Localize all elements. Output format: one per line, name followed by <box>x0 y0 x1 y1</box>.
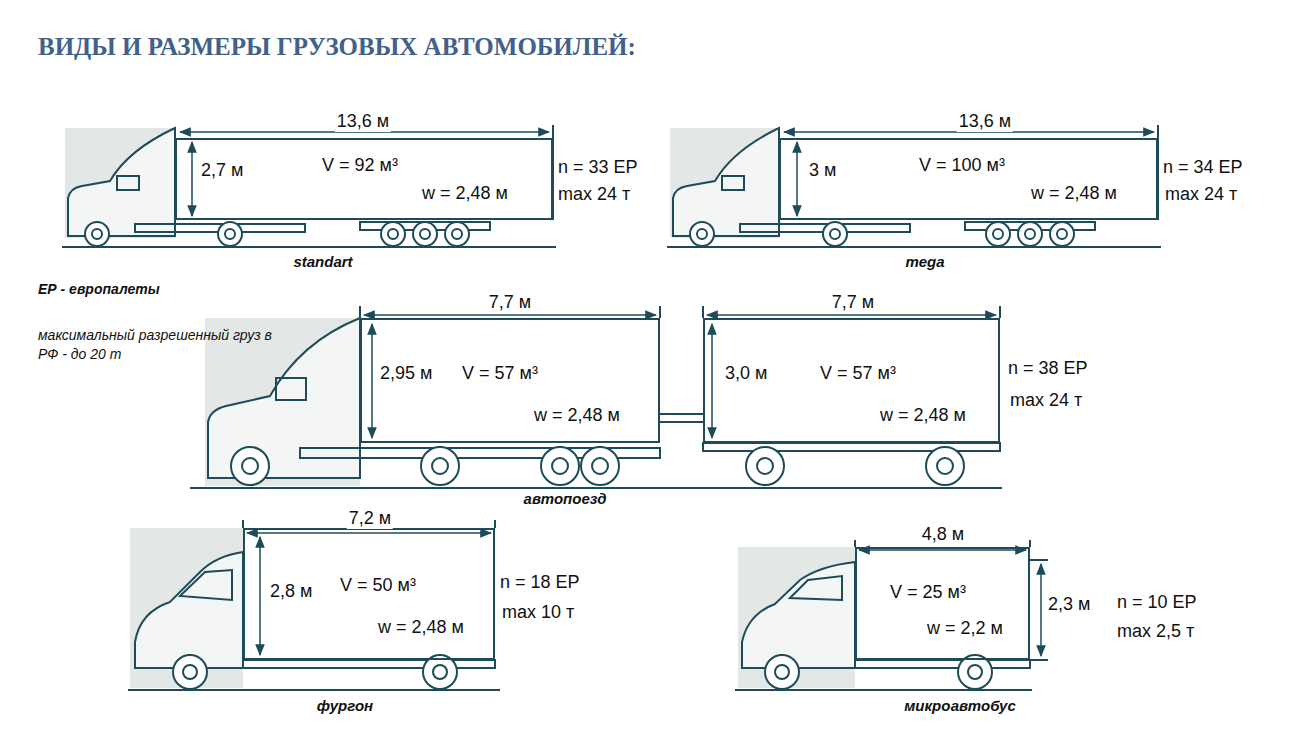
length-dimension: 7,7 м <box>830 292 876 313</box>
length-dimension: 7,7 м <box>487 292 533 313</box>
cargo-body: 2,7 м V = 92 м³ w = 2,48 м <box>175 138 553 220</box>
length-dimension: 13,6 м <box>335 111 391 132</box>
capacity-text: n = 33 ЕР <box>558 157 638 178</box>
length-dimension: 13,6 м <box>957 111 1013 132</box>
vehicle-caption: автопоезд <box>524 490 607 507</box>
vehicle-caption: фургон <box>317 697 373 714</box>
cargo-spec: w = 2,48 м <box>422 183 508 204</box>
cargo-spec: V = 57 м³ <box>820 363 896 384</box>
cargo-spec: V = 100 м³ <box>919 155 1005 176</box>
capacity-text: max 10 т <box>502 602 574 623</box>
cargo-spec: V = 50 м³ <box>340 575 416 596</box>
capacity-text: n = 34 ЕР <box>1163 157 1243 178</box>
height-dimension: 2,8 м <box>270 581 312 602</box>
page-title: ВИДЫ И РАЗМЕРЫ ГРУЗОВЫХ АВТОМОБИЛЕЙ: <box>38 33 636 61</box>
mega-truck <box>667 125 1161 247</box>
note-text: максимальный разрешенный груз в РФ - до … <box>38 326 273 364</box>
cargo-spec: w = 2,48 м <box>1031 183 1117 204</box>
capacity-text: max 24 т <box>1010 390 1082 411</box>
height-dimension: 3,0 м <box>725 363 767 384</box>
cargo-spec: V = 25 м³ <box>890 582 966 603</box>
capacity-text: max 24 т <box>558 184 630 205</box>
capacity-text: max 2,5 т <box>1117 621 1194 642</box>
cargo-body: 3,0 м V = 57 м³ w = 2,48 м <box>703 318 1000 443</box>
standard-truck <box>62 125 556 247</box>
cargo-spec: w = 2,48 м <box>378 617 464 638</box>
van-truck <box>128 520 500 690</box>
height-dimension: 2,7 м <box>201 160 243 181</box>
cargo-body: 3 м V = 100 м³ w = 2,48 м <box>779 138 1158 220</box>
cargo-spec: w = 2,48 м <box>534 405 620 426</box>
cargo-spec: w = 2,48 м <box>880 405 966 426</box>
cargo-body: V = 25 м³ w = 2,2 м <box>855 547 1030 660</box>
height-dimension: 2,95 м <box>380 363 432 384</box>
capacity-text: n = 38 ЕР <box>1008 358 1088 379</box>
cargo-spec: V = 92 м³ <box>322 155 398 176</box>
road-train <box>190 306 1002 488</box>
cargo-spec: V = 57 м³ <box>462 363 538 384</box>
capacity-text: n = 10 ЕР <box>1117 592 1197 613</box>
coupling-bar <box>660 413 703 423</box>
cargo-body: 2,8 м V = 50 м³ w = 2,48 м <box>243 528 495 660</box>
minibus <box>735 540 1048 690</box>
vehicle-caption: standart <box>293 253 352 270</box>
capacity-text: 2,3 м <box>1048 594 1090 615</box>
coupling-bar-inner <box>660 415 703 421</box>
note-text: ЕР - европалеты <box>38 281 160 297</box>
height-dimension: 3 м <box>809 160 836 181</box>
length-dimension: 7,2 м <box>347 508 393 529</box>
length-dimension: 4,8 м <box>920 524 966 545</box>
coupling-bar <box>660 418 703 419</box>
vehicle-caption: микроавтобус <box>904 697 1015 714</box>
cargo-body: 2,95 м V = 57 м³ w = 2,48 м <box>360 318 660 443</box>
capacity-text: max 24 т <box>1165 184 1237 205</box>
capacity-text: n = 18 ЕР <box>500 572 580 593</box>
vehicle-caption: mega <box>905 253 944 270</box>
cargo-spec: w = 2,2 м <box>927 618 1003 639</box>
